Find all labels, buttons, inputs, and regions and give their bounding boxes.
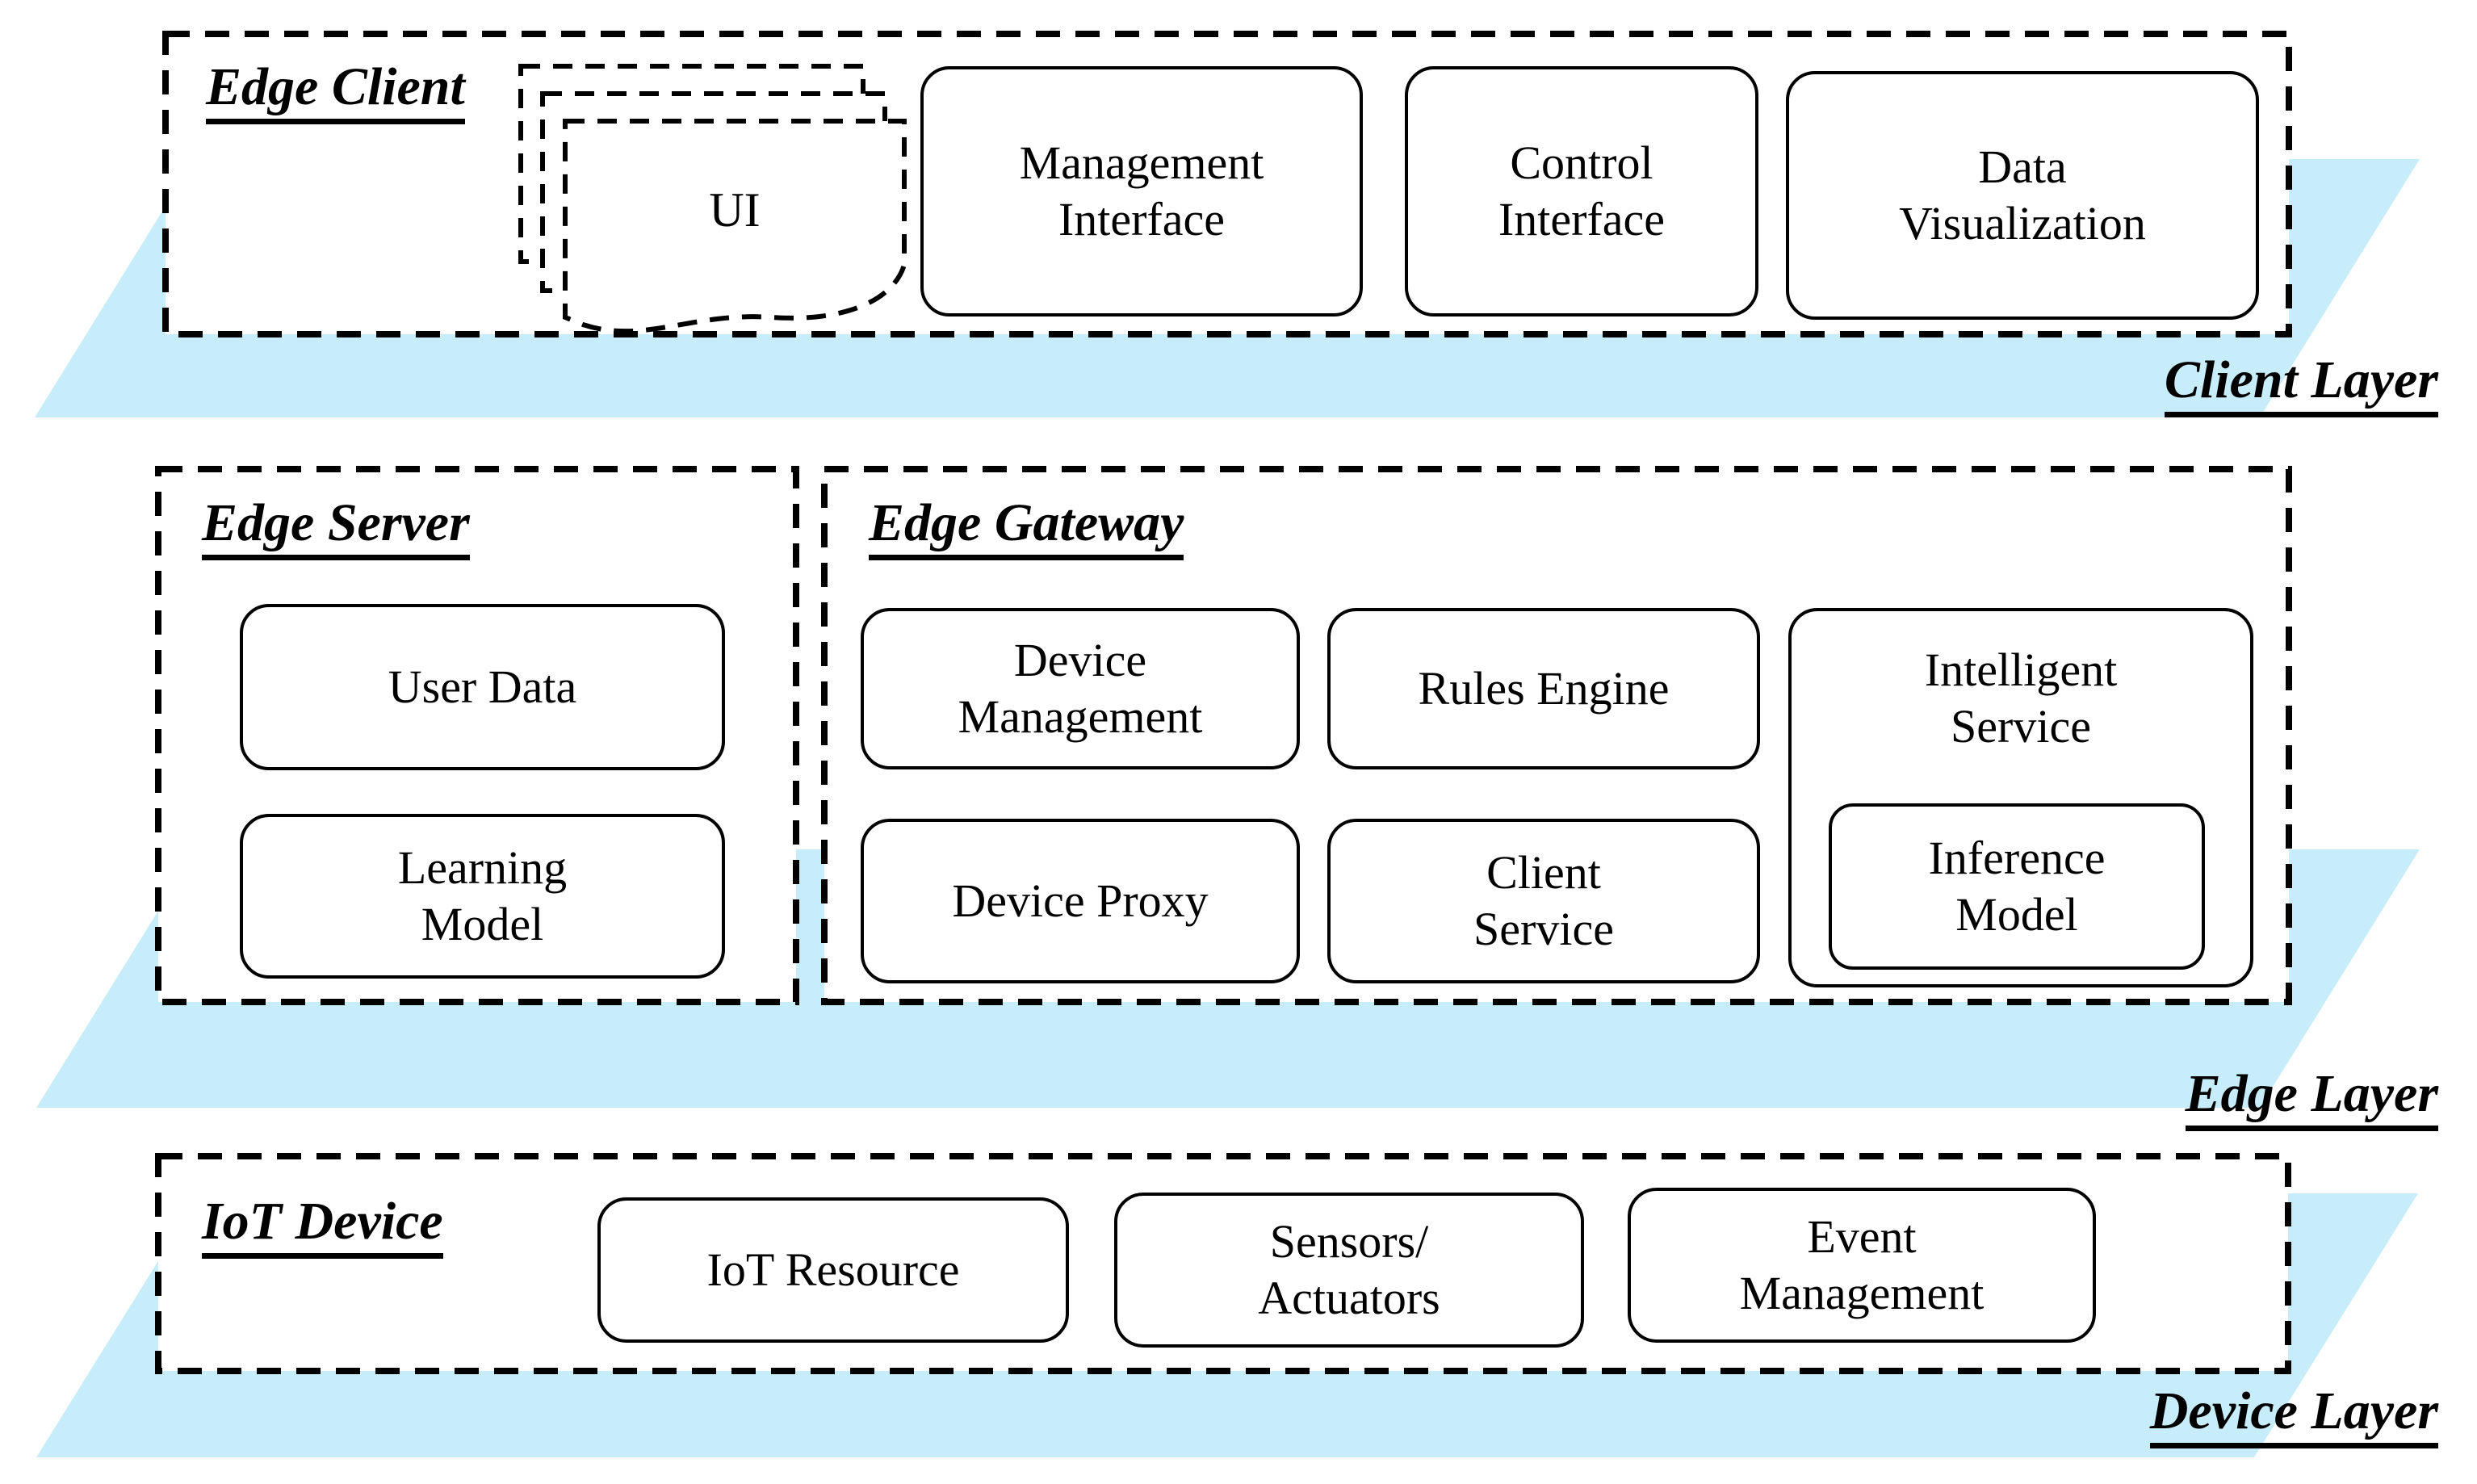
edge-layer-label: Edge Layer xyxy=(2185,1067,2438,1131)
control-interface-box: Control Interface xyxy=(1405,66,1758,317)
device-management-box: Device Management xyxy=(861,608,1300,769)
ui-document-front xyxy=(563,119,907,334)
sensors-actuators-box: Sensors/ Actuators xyxy=(1114,1193,1584,1348)
ui-document-label: UI xyxy=(709,182,761,237)
iot-resource-box: IoT Resource xyxy=(597,1197,1069,1343)
data-visualization-box: Data Visualization xyxy=(1786,71,2259,320)
device-proxy-box: Device Proxy xyxy=(861,819,1300,983)
learning-model-box: Learning Model xyxy=(240,814,725,979)
edge-server-label: Edge Server xyxy=(202,497,470,560)
iot-device-label: IoT Device xyxy=(202,1195,443,1259)
intelligent-service-label: Intelligent Service xyxy=(1924,643,2118,752)
management-interface-box: Management Interface xyxy=(920,66,1363,317)
client-service-box: Client Service xyxy=(1327,819,1760,983)
user-data-box: User Data xyxy=(240,604,725,770)
edge-client-label: Edge Client xyxy=(206,61,465,124)
client-layer-label: Client Layer xyxy=(2164,354,2438,417)
device-layer-label: Device Layer xyxy=(2149,1385,2438,1448)
rules-engine-box: Rules Engine xyxy=(1327,608,1760,769)
inference-model-box: Inference Model xyxy=(1829,803,2205,970)
edge-gateway-label: Edge Gateway xyxy=(869,497,1184,560)
event-management-box: Event Management xyxy=(1628,1188,2096,1343)
intelligent-service-box: Intelligent Service Inference Model xyxy=(1788,608,2253,987)
